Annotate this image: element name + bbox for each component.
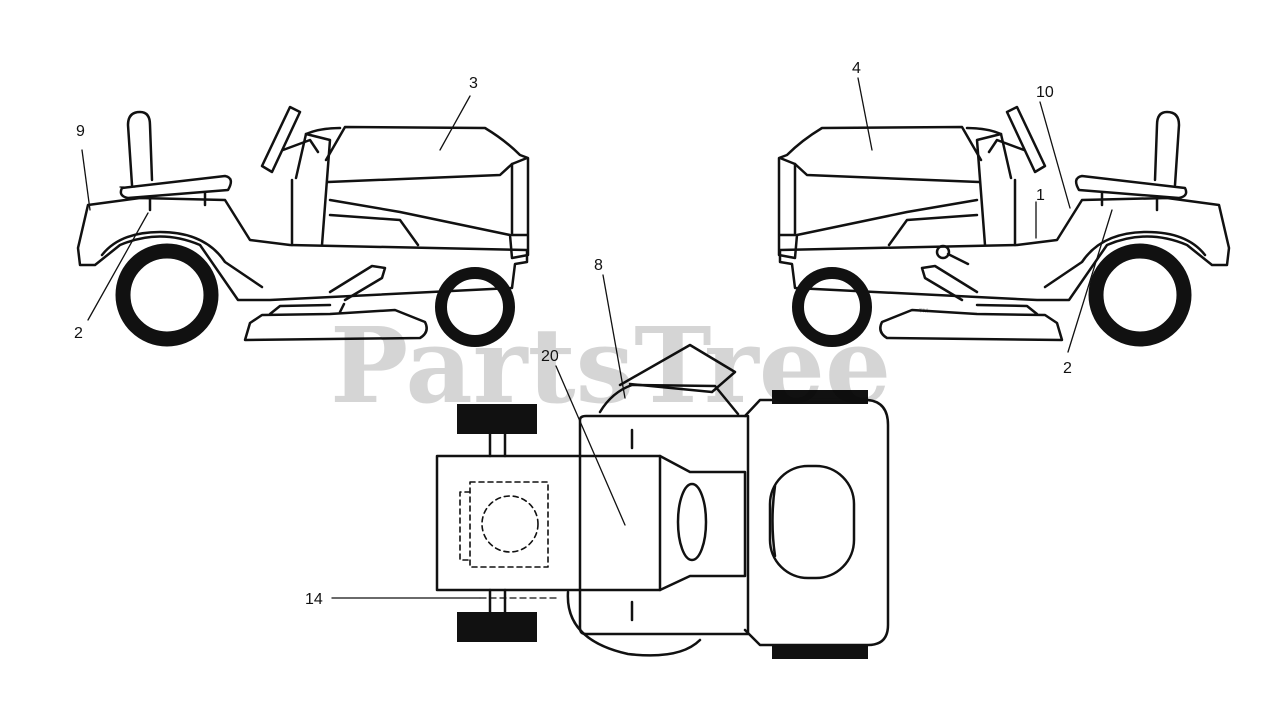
callout-3: 3 [469, 75, 478, 92]
callout-4: 4 [852, 60, 861, 77]
bagger-outline-top [459, 481, 549, 568]
lever-right [935, 244, 970, 266]
rear-tire-top-right [457, 612, 537, 642]
partstree-watermark: PartsTree [330, 304, 891, 427]
rear-tire-top-left [457, 404, 537, 434]
front-wheel-left [435, 267, 515, 347]
fender-body-left [76, 196, 529, 302]
steering-wheel-left [260, 105, 320, 174]
rear-body-top [435, 454, 747, 592]
callout-20: 20 [541, 348, 559, 365]
mower-deck-left [243, 302, 428, 342]
callout-14: 14 [305, 591, 323, 608]
callout-2-left: 2 [74, 325, 83, 342]
tractor-left-side-view [76, 95, 530, 347]
watermark-trademark: ™ [918, 307, 929, 319]
rear-wheel-left [115, 243, 219, 347]
tractor-right-side-view [777, 77, 1231, 353]
callout-1: 1 [1036, 187, 1045, 204]
callout-9: 9 [76, 123, 85, 140]
tractor-top-view [331, 274, 890, 659]
deck-top [566, 414, 750, 657]
leader-lines-left [81, 95, 471, 321]
leader-lines-right [857, 77, 1113, 353]
leader-lines-top [331, 274, 626, 599]
seat-top [598, 343, 740, 416]
callout-8: 8 [594, 257, 603, 274]
callout-2-right: 2 [1063, 360, 1072, 377]
pedal-left [328, 264, 387, 302]
front-tire-top-right [772, 645, 868, 659]
callout-10: 10 [1036, 84, 1054, 101]
hood-left [324, 125, 530, 260]
seat-left [119, 110, 233, 212]
callout-labels: 3 9 2 4 10 1 2 8 20 14 [74, 60, 1072, 608]
hood-top [743, 398, 890, 647]
